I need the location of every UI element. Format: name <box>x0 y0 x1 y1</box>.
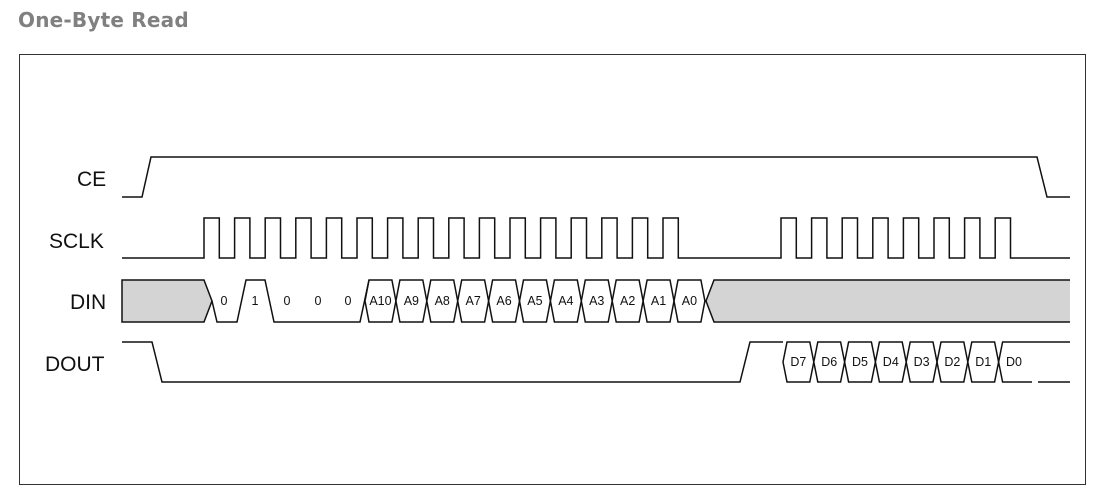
din-address-bit-label: A3 <box>589 294 604 308</box>
din-bit-label: 0 <box>315 294 322 308</box>
dout-bit-label: D2 <box>944 355 960 369</box>
dout-last-bit-cell <box>997 341 1070 383</box>
dout-bit-label: D5 <box>852 355 868 369</box>
din-address-bit-label: A5 <box>527 294 542 308</box>
din-address-bit-label: A9 <box>404 294 419 308</box>
signal-label-ce: CE <box>77 168 106 191</box>
dout-bit-label: D1 <box>975 355 991 369</box>
signal-label-dout: DOUT <box>45 353 105 376</box>
din-address-bit-label: A1 <box>651 294 666 308</box>
din-address-bit-label: A4 <box>558 294 573 308</box>
din-address-bit-cell <box>673 279 706 323</box>
din-bit-label: 0 <box>345 294 352 308</box>
din-idle-shade-left <box>121 279 213 323</box>
signal-label-din: DIN <box>70 291 106 314</box>
dout-bit-label: D4 <box>883 355 899 369</box>
ce-waveform <box>122 156 1070 198</box>
din-address-bit-label: A8 <box>435 294 450 308</box>
din-idle-shade-right <box>705 279 1070 323</box>
din-bit-label: 0 <box>221 294 228 308</box>
din-waveform: 0 1 0 0 0 A10 A9 A8 A7 A6 A5 A4 A3 A2 A1 A0 <box>121 279 1070 323</box>
sclk-waveform <box>122 217 1070 259</box>
diagram-frame <box>19 54 1086 485</box>
din-control-bits-line <box>211 279 370 323</box>
din-bit-label: 0 <box>284 294 291 308</box>
dout-bit-label: D3 <box>914 355 930 369</box>
dout-waveform: D7 D6 D5 D4 D3 D2 D1 D0 <box>122 341 1070 383</box>
signal-label-sclk: SCLK <box>49 230 104 253</box>
dout-bit-label: D6 <box>821 355 837 369</box>
din-address-bit-label: A6 <box>496 294 511 308</box>
dout-bit-label: D0 <box>1006 355 1022 369</box>
din-bit-label: 1 <box>252 294 259 308</box>
din-address-bit-label: A2 <box>620 294 635 308</box>
din-address-bit-label: A7 <box>466 294 481 308</box>
din-address-bit-label: A10 <box>369 294 391 308</box>
din-address-bit-label: A0 <box>682 294 697 308</box>
dout-line <box>122 341 783 383</box>
diagram-title: One-Byte Read <box>18 8 189 32</box>
dout-bit-label: D7 <box>790 355 806 369</box>
